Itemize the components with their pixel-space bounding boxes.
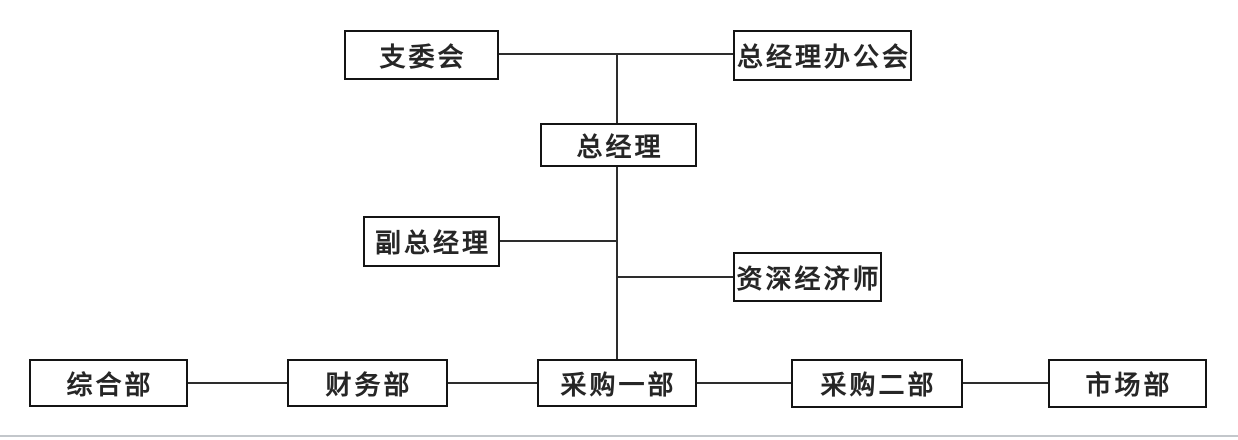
org-node-procurement-dept-1: 采购一部: [537, 359, 697, 407]
connector-finance-to-procurement-1: [448, 382, 537, 384]
connector-general-manager-trunk: [616, 167, 618, 359]
org-node-deputy-general-manager: 副总经理: [363, 216, 500, 267]
connector-procurement-1-to-procurement-2: [697, 382, 791, 384]
org-node-marketing-dept: 市场部: [1048, 359, 1207, 408]
connector-general-affairs-to-finance: [188, 382, 287, 384]
org-node-general-affairs-dept: 综合部: [29, 359, 188, 407]
connector-trunk-to-senior-economist: [617, 276, 733, 278]
org-node-branch-committee: 支委会: [344, 30, 499, 80]
connector-trunk-to-deputy-general-manager: [500, 240, 616, 242]
org-node-finance-dept: 财务部: [287, 359, 448, 407]
org-node-gm-office-meeting: 总经理办公会: [733, 30, 912, 81]
connector-top-row-to-general-manager: [616, 54, 618, 123]
bottom-divider: [0, 435, 1238, 437]
org-node-procurement-dept-2: 采购二部: [791, 359, 963, 408]
org-node-general-manager: 总经理: [540, 123, 697, 167]
org-node-senior-economist: 资深经济师: [733, 252, 882, 302]
connector-procurement-2-to-marketing: [963, 382, 1048, 384]
